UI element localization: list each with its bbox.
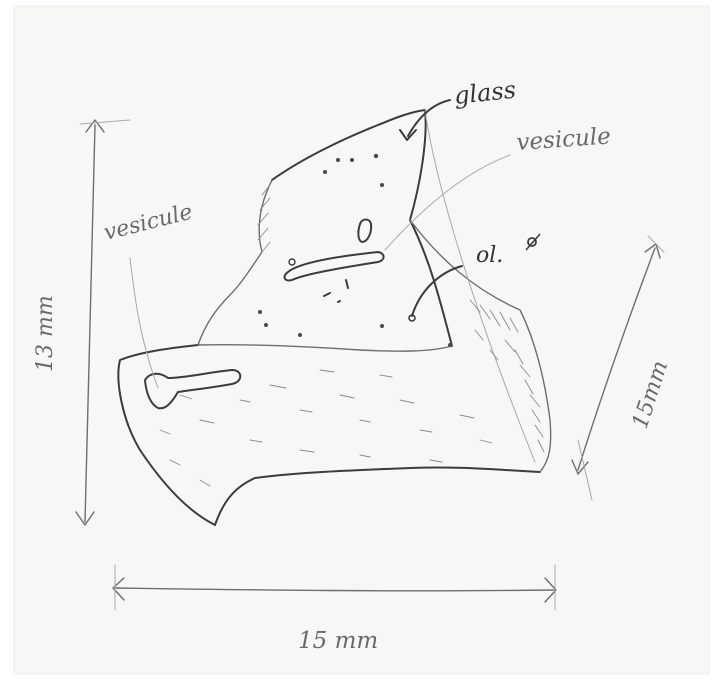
label-height-dim: 13 mm [33, 295, 58, 372]
paper-sheet [14, 6, 709, 674]
label-width-dim: 15 mm [298, 628, 378, 654]
label-olivine-text: ol. [476, 243, 503, 268]
